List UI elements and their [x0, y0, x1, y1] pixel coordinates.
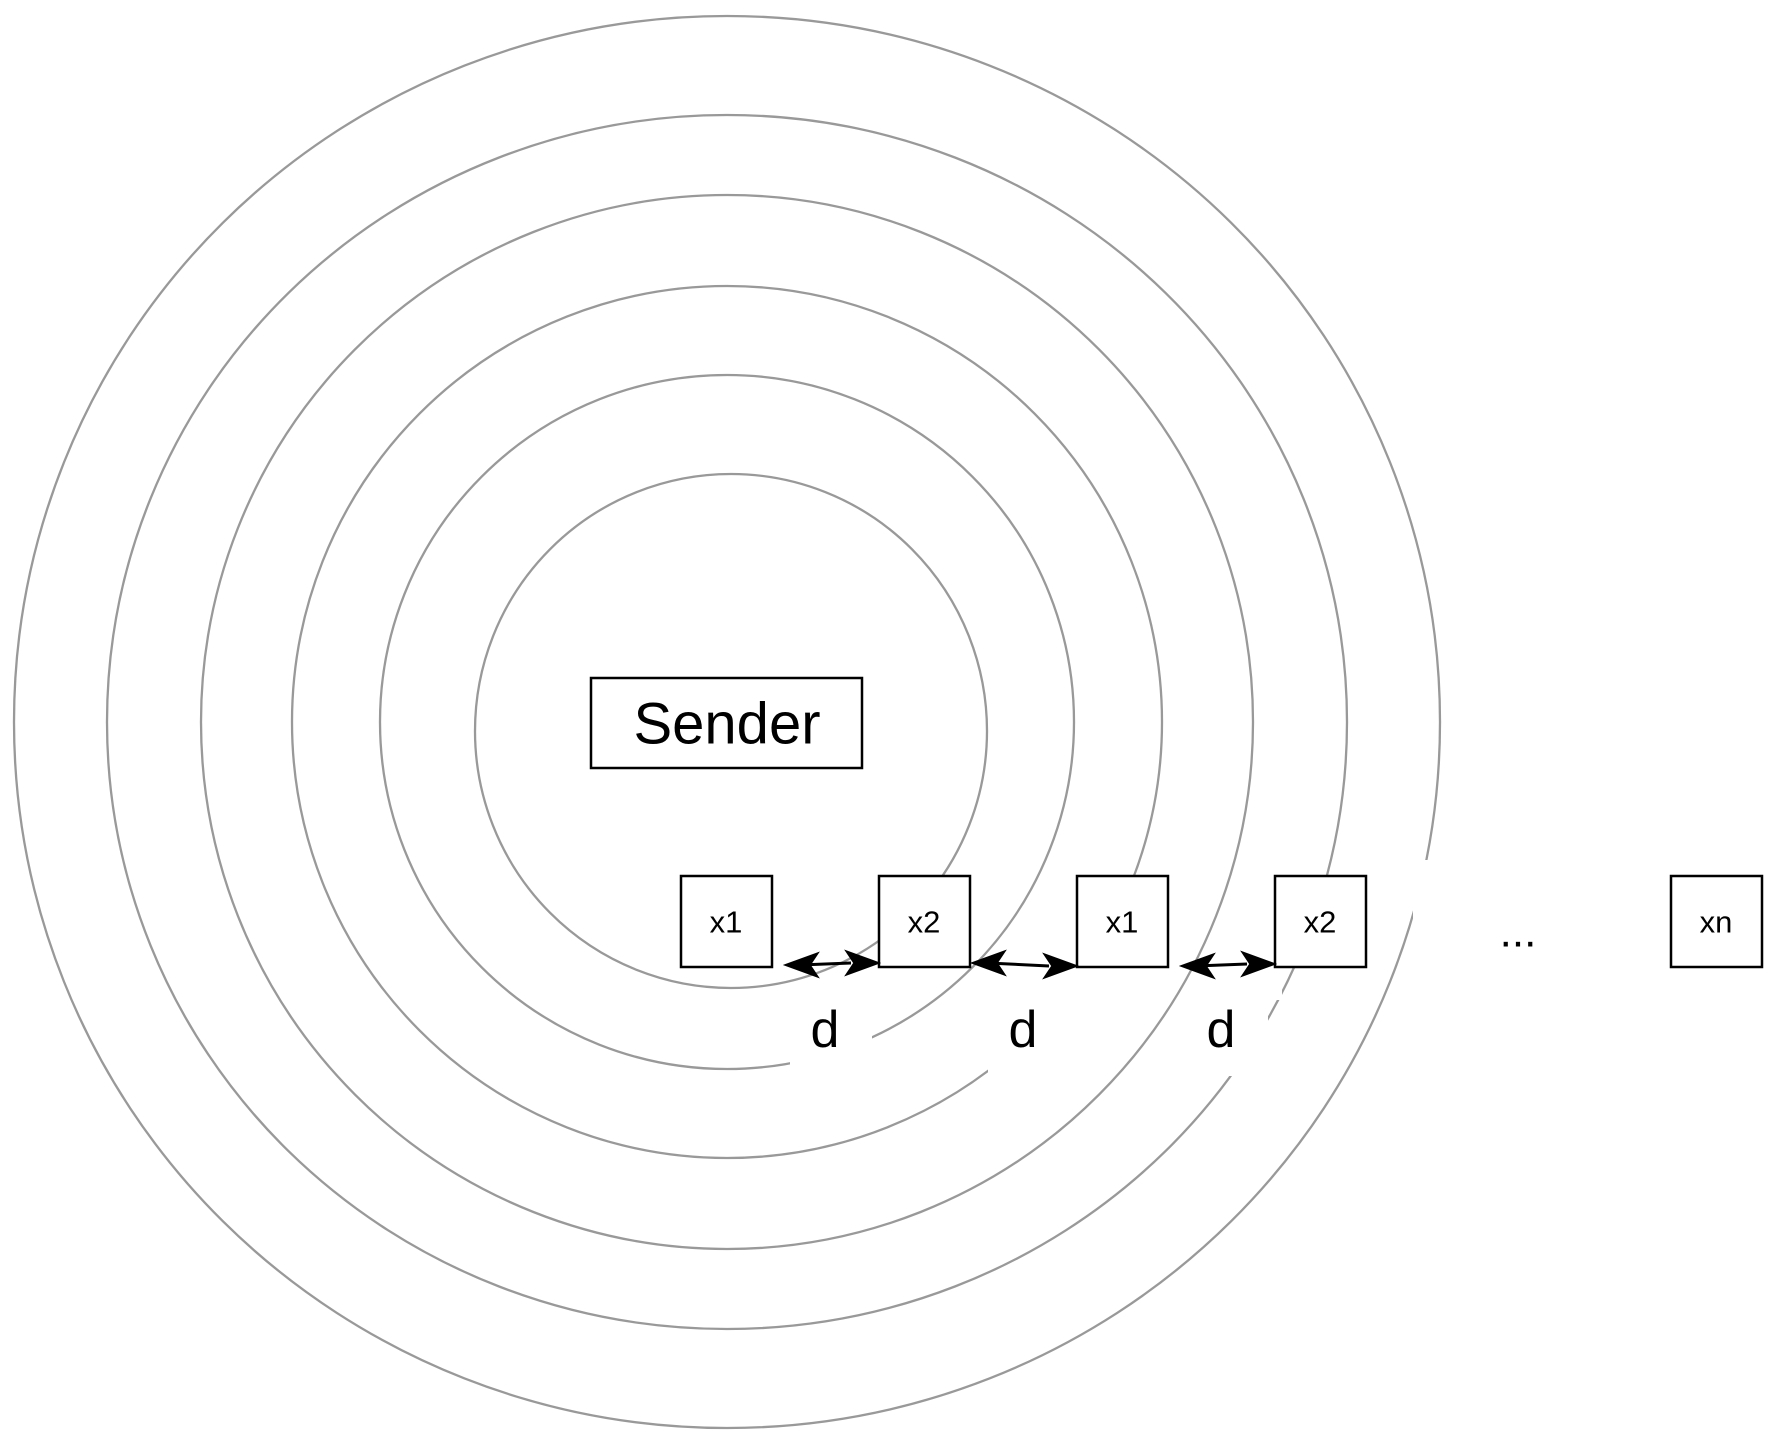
- node-label: x2: [908, 905, 941, 940]
- arrow-head-left: [782, 951, 820, 979]
- node-x1-first: x1: [679, 874, 774, 969]
- distance-arrow-2: [969, 949, 1080, 980]
- node-label: xn: [1700, 905, 1733, 940]
- label-masks: [790, 860, 1437, 1076]
- sender-label: Sender: [633, 692, 820, 757]
- node-label: x2: [1304, 905, 1337, 940]
- arrow-head-right: [1042, 952, 1080, 980]
- arrow-head-left: [1178, 952, 1216, 980]
- node-xn: xn: [1669, 874, 1764, 969]
- ring-1: [473, 472, 989, 990]
- arrow-head-left: [969, 949, 1007, 977]
- arrow-head-right: [1240, 950, 1278, 978]
- node-label: x1: [1106, 905, 1139, 940]
- node-x1-second: x1: [1075, 874, 1170, 969]
- ring-2: [378, 373, 1076, 1071]
- ellipsis-label: ...: [1500, 908, 1537, 957]
- ring-5: [105, 113, 1349, 1331]
- node-x2-second: x2: [1273, 874, 1368, 969]
- node-x2-first: x2: [877, 874, 972, 969]
- distance-label: d: [1207, 1001, 1236, 1059]
- distance-label: d: [811, 1001, 840, 1059]
- ring-3: [290, 284, 1164, 1160]
- concentric-rings: [12, 14, 1442, 1430]
- ring-4: [199, 193, 1255, 1251]
- distance-arrow-1: [782, 949, 882, 979]
- distance-label: d: [1009, 1001, 1038, 1059]
- node-label: x1: [710, 905, 743, 940]
- distance-arrow-3: [1178, 950, 1278, 980]
- arrow-head-right: [844, 949, 882, 977]
- sender-box: Sender: [589, 676, 864, 770]
- ring-6: [12, 14, 1442, 1430]
